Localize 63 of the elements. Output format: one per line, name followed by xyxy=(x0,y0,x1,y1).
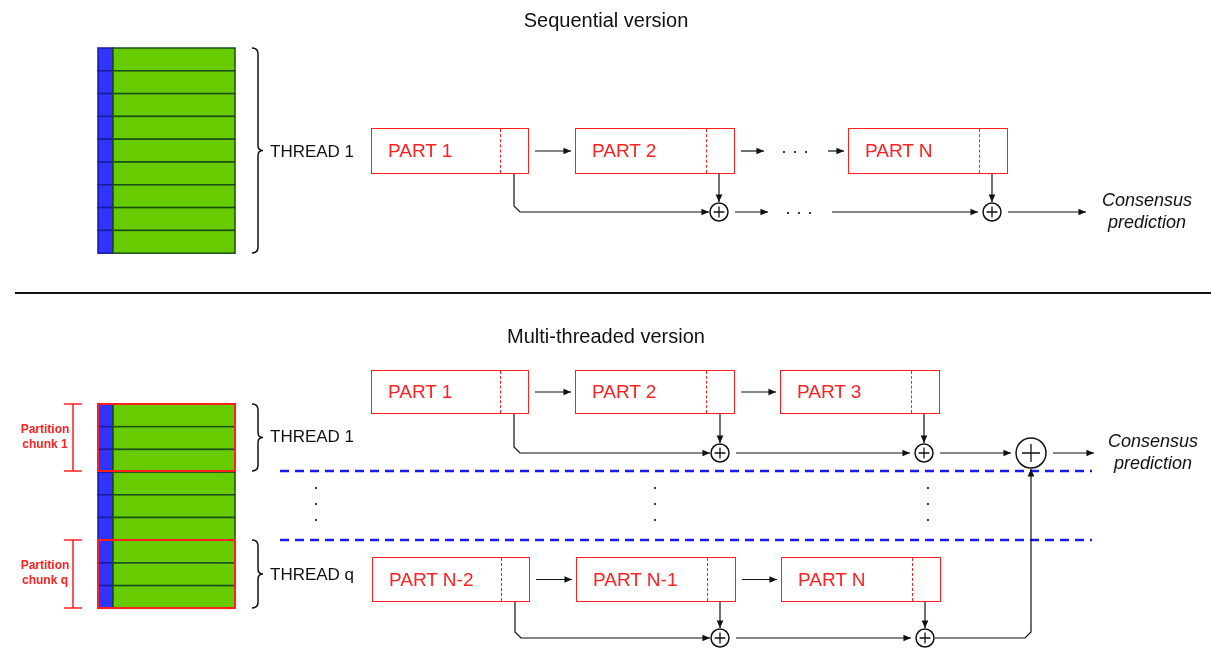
part-label: PART 1 xyxy=(388,140,453,162)
vertical-ellipsis: · · · xyxy=(924,478,932,528)
chunk-label: Partition chunk q xyxy=(19,558,71,588)
sum-node xyxy=(982,202,1002,222)
thread-label: THREAD q xyxy=(270,565,355,585)
part-label: PART 1 xyxy=(388,381,453,403)
thread-label: THREAD 1 xyxy=(270,142,355,162)
arrow xyxy=(513,173,710,216)
process-box xyxy=(575,128,735,174)
process-box xyxy=(575,370,735,414)
process-box xyxy=(371,370,529,414)
arrow xyxy=(1052,449,1095,457)
arrow xyxy=(514,601,711,642)
ellipsis: · · · xyxy=(781,140,809,162)
arrow xyxy=(740,388,777,396)
process-box xyxy=(780,370,940,414)
arrow xyxy=(920,413,928,444)
sum-node xyxy=(1015,437,1047,469)
sum-node xyxy=(710,443,730,463)
section-heading: Sequential version xyxy=(523,8,689,32)
ellipsis: · · · xyxy=(785,201,813,223)
sum-node xyxy=(709,202,729,222)
part-label: PART N-2 xyxy=(389,568,474,591)
output-label: Consensus prediction xyxy=(1106,431,1200,475)
part-label: PART N xyxy=(798,568,866,591)
arrow xyxy=(534,147,572,155)
part-label: PART 2 xyxy=(592,381,657,403)
arrow xyxy=(735,449,911,457)
part-label: PART 2 xyxy=(592,140,657,162)
thread-label: THREAD 1 xyxy=(270,427,355,447)
arrow xyxy=(715,173,723,203)
arrow xyxy=(716,413,724,444)
arrow xyxy=(988,173,996,203)
arrow xyxy=(827,147,845,155)
sum-node xyxy=(914,443,934,463)
output-label: Consensus prediction xyxy=(1100,190,1194,234)
arrow xyxy=(735,634,912,642)
chunk-label: Partition chunk 1 xyxy=(19,422,71,452)
arrow xyxy=(939,449,1012,457)
arrow xyxy=(1007,208,1087,216)
process-box xyxy=(371,128,529,174)
arrow xyxy=(513,413,711,457)
vertical-ellipsis: · · · xyxy=(651,478,659,528)
vertical-ellipsis: · · · xyxy=(312,478,320,528)
process-box xyxy=(576,557,736,602)
arrow xyxy=(534,388,572,396)
part-label: PART N xyxy=(865,140,933,162)
arrow xyxy=(535,576,573,583)
sum-node xyxy=(710,628,730,648)
arrow xyxy=(741,576,778,583)
process-box xyxy=(372,557,530,602)
process-box xyxy=(848,128,1008,174)
sum-node xyxy=(915,628,935,648)
arrow xyxy=(740,147,765,155)
arrow xyxy=(921,601,929,629)
arrow xyxy=(716,601,724,629)
process-box xyxy=(781,557,941,602)
arrow xyxy=(934,468,1035,639)
arrow xyxy=(831,208,979,216)
section-heading: Multi-threaded version xyxy=(507,324,705,348)
part-label: PART N-1 xyxy=(593,568,678,591)
arrow xyxy=(734,208,769,216)
part-label: PART 3 xyxy=(797,381,862,403)
